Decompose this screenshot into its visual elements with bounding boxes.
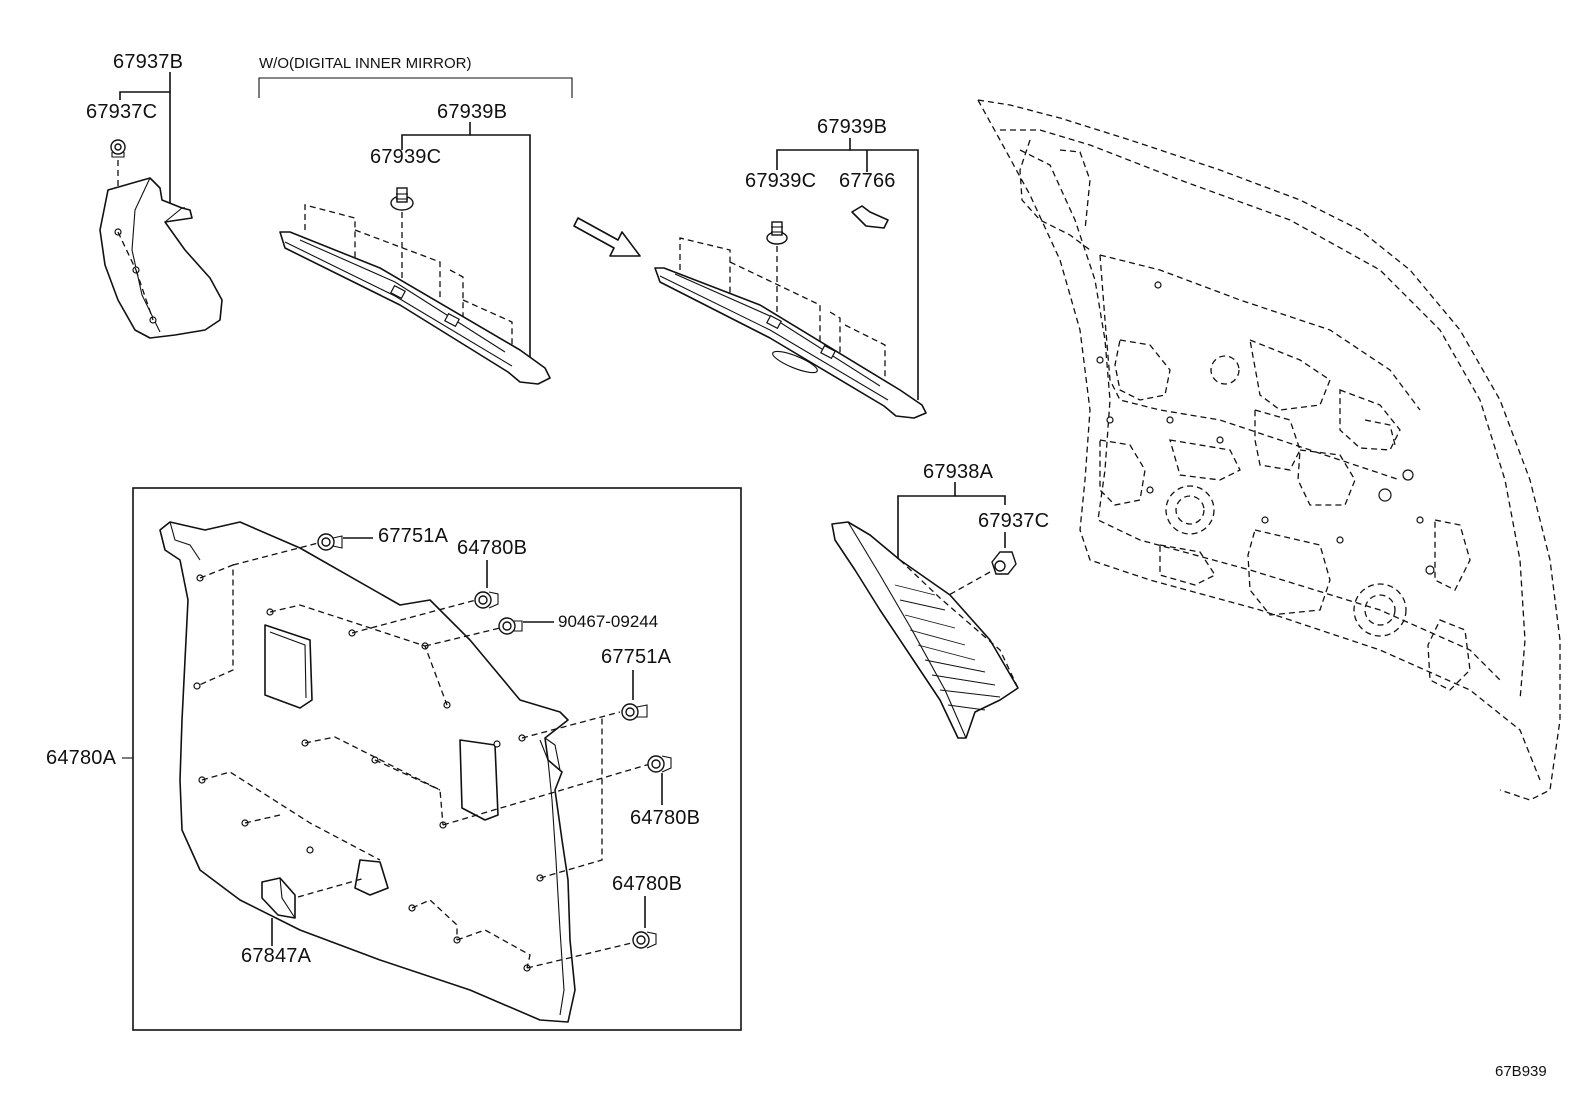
label-67751A-mid: 67751A [601, 646, 672, 668]
clip-67751A-mid [621, 703, 648, 721]
label-64780B-bottom: 64780B [612, 873, 682, 895]
clip-64780B-mid-group: 64780B [630, 755, 700, 829]
clip-64780B-mid [647, 755, 672, 773]
label-67847A: 67847A [241, 945, 312, 967]
leader-67939B-right-down [850, 149, 919, 400]
leader-67939B-right [776, 138, 851, 170]
clip-64780B-bottom-group: 64780B [612, 873, 682, 949]
leader-67937B-bracket [119, 72, 171, 100]
clip-67937C-top [110, 139, 126, 158]
trim-board-panel-mid [459, 739, 499, 821]
clip-64780B-top-group: 64780B [457, 537, 527, 609]
back-door-upper-garnish-right: 67939B 67939C 67766 [654, 116, 927, 419]
garnish-67939B-right-body [654, 267, 927, 419]
label-67751A-top: 67751A [378, 525, 449, 547]
bracket-67766 [851, 205, 889, 229]
label-67938A: 67938A [923, 461, 994, 483]
trim-board-body [159, 521, 576, 1023]
label-64780B-top: 64780B [457, 537, 527, 559]
label-67939C-left: 67939C [370, 146, 441, 168]
back-door-trim-board-64780A [159, 521, 651, 1023]
back-door-panel [977, 99, 1561, 801]
trim-board-handle-recess [354, 859, 389, 896]
screw-90467-09244-group: 90467-09244 [498, 612, 658, 635]
label-67939C-right: 67939C [745, 170, 816, 192]
digital-mirror-note-group: W/O(DIGITAL INNER MIRROR) [258, 55, 573, 98]
diagram-code: 67B939 [1495, 1063, 1547, 1080]
back-door-upper-garnish-left: 67939B 67939C [279, 101, 551, 385]
label-90467-09244: 90467-09244 [558, 612, 658, 631]
label-67766: 67766 [839, 170, 896, 192]
label-67937B: 67937B [113, 51, 183, 73]
trim-board-frame [132, 487, 742, 1031]
label-67937C-top: 67937C [86, 101, 157, 123]
leader-67938A [897, 482, 956, 560]
label-64780A: 64780A [46, 747, 117, 769]
clip-67751A-top-group: 67751A [317, 525, 449, 551]
pillar-garnish-upper-left: 67937B 67937C [86, 51, 223, 339]
clip-67751A-top [317, 533, 343, 551]
clip-67939C-right [766, 221, 788, 245]
pillar-garnish-67937B [99, 177, 223, 339]
leader-67937B-down [169, 92, 185, 209]
clip-67937C-right [991, 551, 1017, 575]
pillar-garnish-67938A-group: 67938A 67937C [831, 461, 1049, 739]
pillar-garnish-67938A-hatch [894, 584, 1001, 711]
label-67939B-right: 67939B [817, 116, 887, 138]
clip-64780B-top [474, 591, 499, 609]
leader-67939B-left [401, 122, 471, 150]
label-64780B-mid: 64780B [630, 807, 700, 829]
note-without-digital-inner-mirror: W/O(DIGITAL INNER MIRROR) [259, 55, 472, 72]
replacement-arrow [573, 217, 641, 257]
leader-67938A-right [955, 495, 1006, 505]
trim-board-panel-upper [264, 624, 313, 709]
label-67937C-right: 67937C [978, 510, 1049, 532]
cover-67847A-group: 67847A [241, 877, 312, 967]
screw-90467-09244 [498, 617, 523, 635]
leader-67939B-left-down [470, 134, 531, 360]
clip-67939C-left [390, 187, 414, 211]
clip-67751A-mid-group: 67751A [601, 646, 672, 721]
clip-64780B-bottom [632, 931, 657, 949]
label-67939B-left: 67939B [437, 101, 507, 123]
note-bracket [258, 77, 573, 98]
pillar-garnish-67938A [831, 521, 1019, 739]
